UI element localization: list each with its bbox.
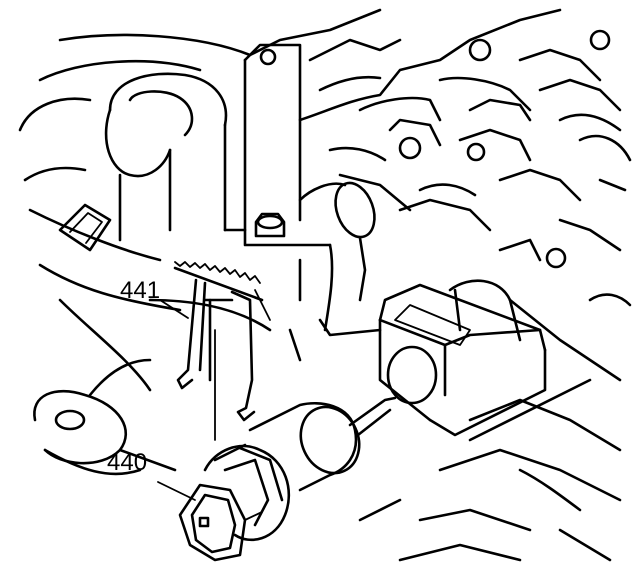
- retaining-clip-441: [173, 261, 271, 441]
- leader-440: [157, 481, 196, 501]
- speed-sensor-440: [178, 396, 397, 562]
- sensor-bracket: [378, 279, 547, 437]
- callout-441-label: 441: [120, 277, 160, 304]
- leader-441: [159, 299, 189, 319]
- pipe-fitting: [288, 181, 382, 362]
- callout-leaders: [157, 299, 196, 501]
- valve-body-case: [18, 8, 632, 562]
- callout-440-label: 440: [107, 449, 147, 476]
- retaining-bolt: [254, 212, 286, 238]
